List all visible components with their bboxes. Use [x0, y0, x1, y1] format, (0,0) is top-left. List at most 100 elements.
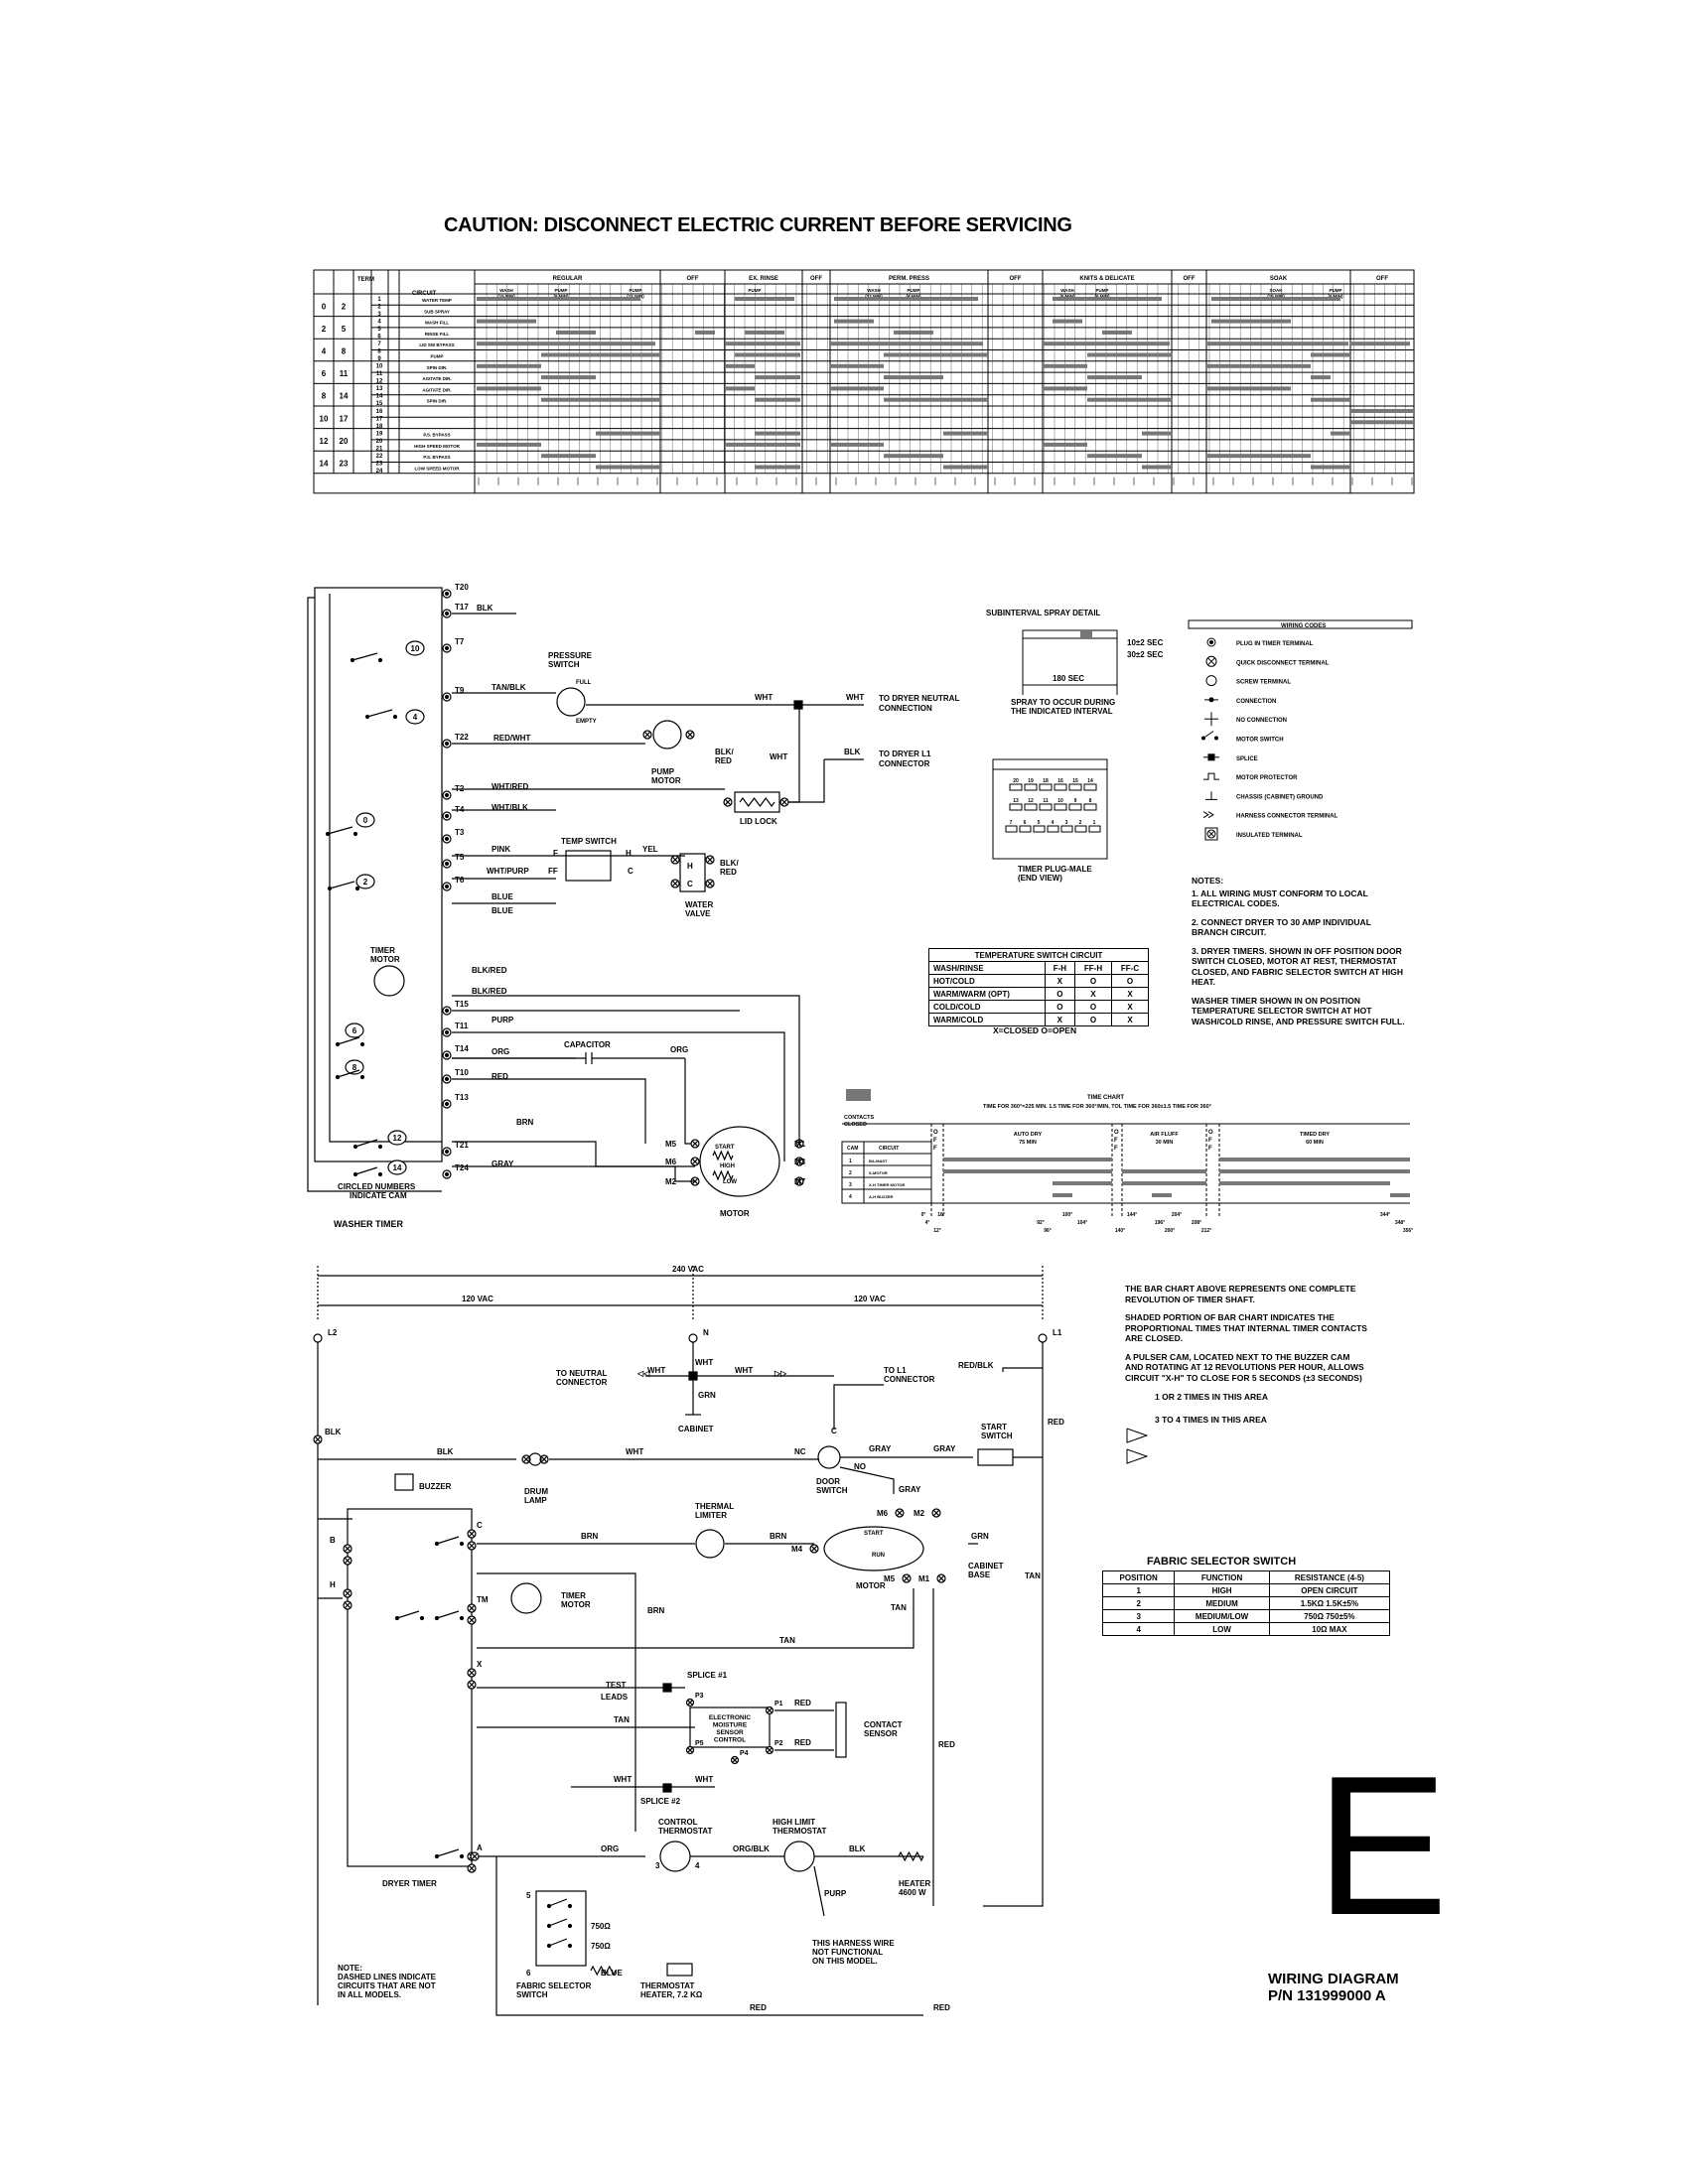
cam-number: 2: [322, 325, 327, 334]
segment-off: F: [1208, 1146, 1212, 1152]
left-bus-outer: [307, 597, 442, 1192]
wire-label: BLUE: [492, 892, 513, 901]
no-label: NO: [854, 1462, 866, 1471]
switch-contact: [1214, 736, 1218, 741]
cam-number: 0: [322, 302, 327, 311]
terminal-label: T5: [455, 853, 465, 862]
cam-bar: [477, 386, 541, 391]
switch-blade: [548, 1918, 568, 1927]
cam-number: 0: [363, 816, 368, 825]
cam-bar: [735, 352, 800, 357]
cam-bar: [1043, 442, 1087, 447]
plug-pin-number: 9: [1074, 798, 1077, 804]
cam-bar: [1206, 454, 1311, 459]
time-bar: [1390, 1193, 1410, 1197]
cam-bar: [1043, 363, 1087, 368]
harness-icon: [1202, 811, 1209, 819]
segment-off: F: [933, 1146, 937, 1152]
cam-switch: [436, 1848, 460, 1857]
term-number: 5: [377, 327, 381, 333]
x-mark: [937, 1574, 945, 1582]
wire-label: YEL: [642, 845, 658, 854]
time-bar: [1053, 1181, 1112, 1185]
plug-pin: [1068, 803, 1082, 811]
cam-bar: [1053, 319, 1082, 324]
subinterval-time: 10±2 SEC: [1127, 638, 1164, 647]
terminal-label: T15: [455, 1000, 469, 1009]
fabric-switch-label: FABRIC SELECTOR: [516, 1981, 592, 1990]
pair-number: 11: [340, 369, 349, 378]
circuit-name: SUB SPRAY: [424, 309, 450, 314]
notes-title: NOTES:: [1192, 876, 1224, 886]
wire-label: TAN/BLK: [492, 683, 526, 692]
sub-label: WASH: [499, 288, 513, 293]
wire-label: BLK/: [720, 859, 739, 868]
plug-terminal-dot: [444, 1008, 450, 1014]
circuit-name: AGITATE DIR.: [422, 387, 451, 392]
wire-label: RED: [492, 1072, 508, 1081]
caution-heading: CAUTION: DISCONNECT ELECTRIC CURRENT BEF…: [444, 214, 1072, 236]
plug-pin-number: 5: [1038, 820, 1041, 826]
wiring-code-item: CHASSIS (CABINET) GROUND: [1236, 794, 1324, 800]
x-mark: [691, 1140, 699, 1148]
plug-terminal-dot: [444, 884, 450, 889]
motor-low: LOW: [723, 1179, 737, 1185]
x-mark: [767, 1747, 773, 1753]
cam-table: [841, 1141, 932, 1204]
terminal-letter: H: [626, 849, 632, 858]
table-cell: O: [1074, 1013, 1112, 1026]
circuit-name: P.S. BYPASS: [423, 433, 450, 438]
plug-terminal-dot: [444, 1149, 450, 1155]
wiring-code-item: SCREW TERMINAL: [1236, 680, 1291, 686]
cam-bar: [943, 465, 988, 470]
cam-bar: [884, 375, 943, 380]
temperature-switch-table: TEMPERATURE SWITCH CIRCUIT WASH/RINSE F-…: [928, 948, 1149, 1026]
cam-header: CIRCUIT: [879, 1146, 899, 1152]
switch-blade: [548, 1898, 568, 1907]
wire-label: BLUE: [601, 1969, 623, 1978]
wiring-code-item: MOTOR PROTECTOR: [1236, 775, 1298, 781]
thermal-limiter-icon: [695, 1529, 725, 1559]
cam-bar: [1206, 363, 1311, 368]
x-mark: [1207, 830, 1215, 838]
wire-label: GRAY: [899, 1485, 921, 1494]
wire: [495, 1856, 923, 2016]
motor-switch-icon: [1202, 731, 1214, 739]
term-number: 14: [376, 394, 383, 400]
capacitor-label: CAPACITOR: [564, 1040, 611, 1049]
switch-contact: [352, 831, 358, 837]
terminal-label: T20: [455, 583, 469, 592]
terminal-label: T21: [455, 1141, 469, 1150]
wire-label: BLK: [325, 1428, 342, 1436]
thermostat-heater-icon: [666, 1963, 693, 1977]
door-switch-label: SWITCH: [816, 1486, 848, 1495]
cam-switch: [354, 1139, 378, 1148]
table-cell: O: [1044, 1000, 1076, 1014]
l1-connector-label: CONNECTOR: [884, 1375, 935, 1384]
wire-label: BRN: [516, 1118, 534, 1127]
segment-off: F: [1114, 1146, 1118, 1152]
motor-icon: [699, 1126, 780, 1197]
pulser-triangle-icon: [1126, 1428, 1149, 1443]
temp-table-title: TEMPERATURE SWITCH CIRCUIT: [928, 948, 1149, 962]
cam-bar: [1087, 352, 1172, 357]
wire-label: WHT: [755, 693, 773, 702]
cam-bar: [1206, 341, 1348, 346]
cam-circle: [405, 640, 425, 656]
wire-label: GRAY: [869, 1444, 892, 1453]
cam-bar: [596, 465, 660, 470]
circuit-name: SPIN DIR.: [427, 399, 448, 404]
cam-circle: [355, 812, 375, 828]
cycle-name: OFF: [687, 276, 699, 282]
cam-bar: [541, 375, 596, 380]
degree-label: 212°: [1201, 1228, 1211, 1234]
plug-terminal-dot: [444, 611, 450, 616]
cam-switch: [337, 1036, 360, 1045]
time-bar: [1219, 1169, 1410, 1173]
cam-bar: [1350, 341, 1410, 346]
temp-table-header: FF-H: [1074, 961, 1112, 975]
wire-label: GRAY: [933, 1444, 956, 1453]
